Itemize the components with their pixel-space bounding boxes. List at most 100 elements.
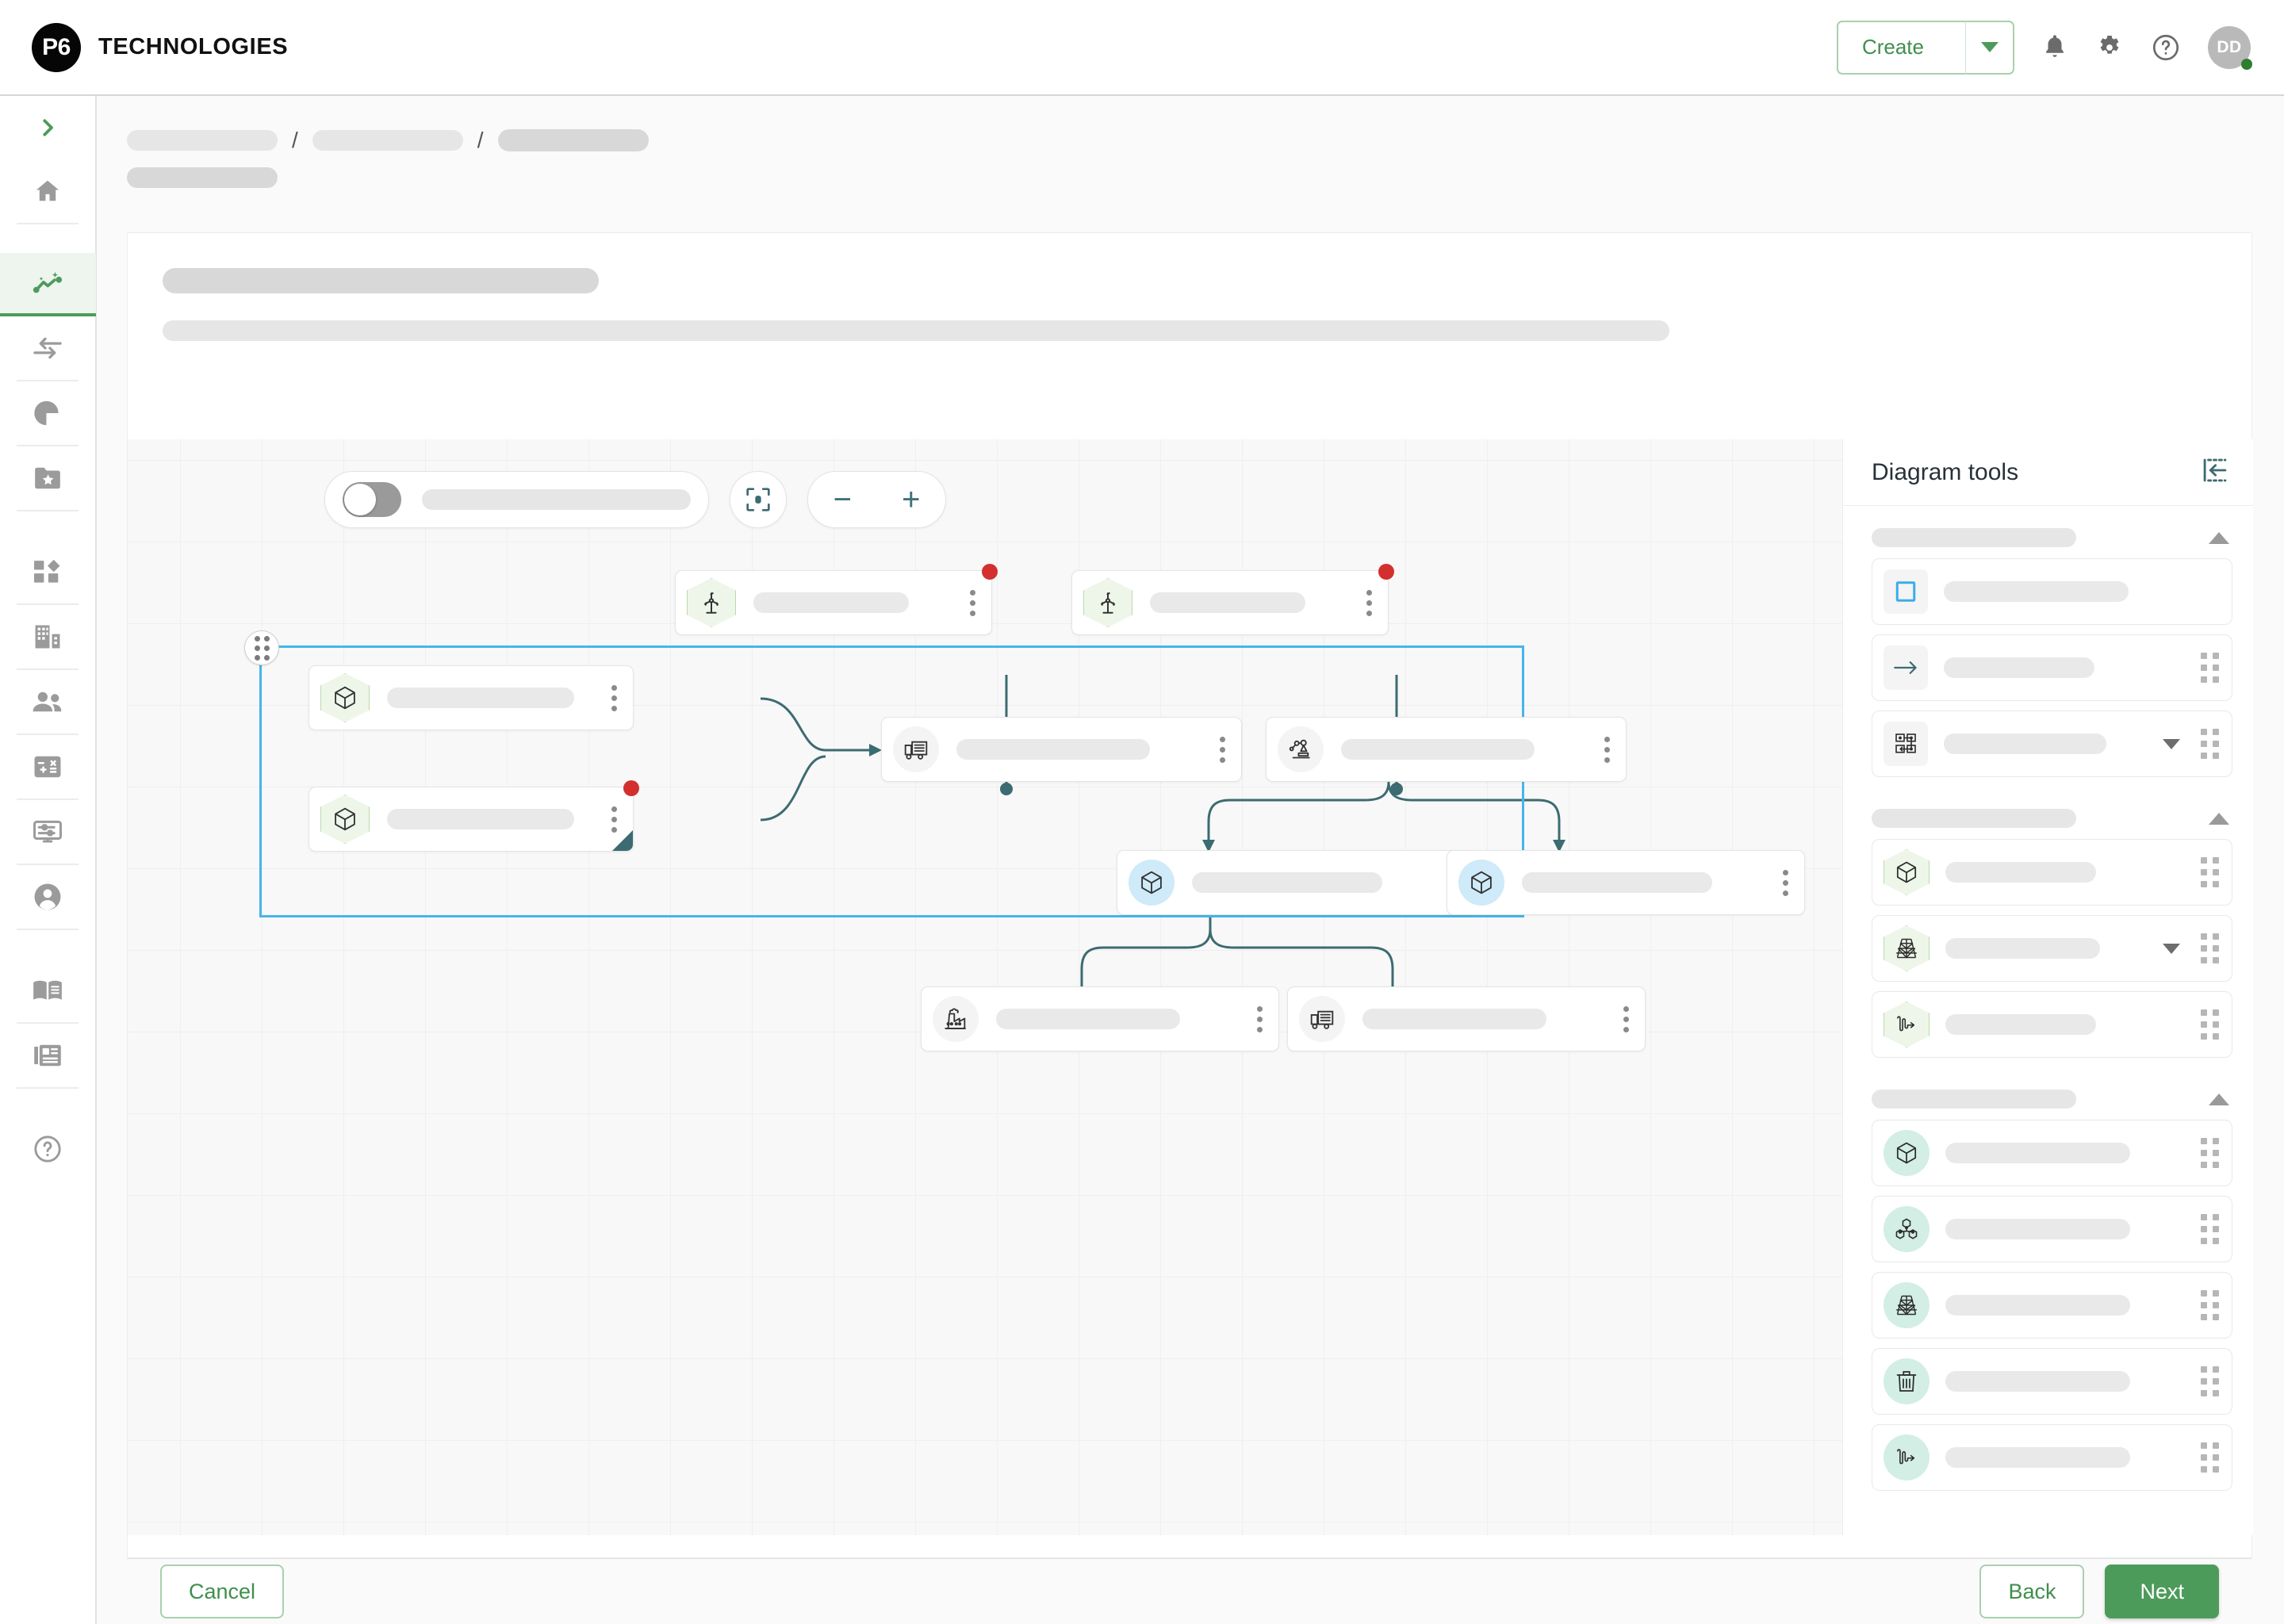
sidebar-item-calculations[interactable]: [0, 735, 96, 799]
breadcrumb-separator: /: [477, 128, 484, 152]
brand-logo[interactable]: P6 TECHNOLOGIES: [32, 22, 288, 72]
chevron-up-icon[interactable]: [2209, 1093, 2229, 1105]
diagram-node[interactable]: [1071, 564, 1394, 635]
node-menu-button[interactable]: [611, 684, 617, 711]
bell-icon[interactable]: [2041, 33, 2068, 63]
sidebar-item-transfers[interactable]: [0, 316, 96, 380]
tool-row-shape-cube[interactable]: [1872, 1120, 2232, 1186]
fit-to-screen-button[interactable]: [730, 471, 787, 528]
avatar[interactable]: DD: [2208, 25, 2252, 70]
node-menu-button[interactable]: [1604, 736, 1610, 763]
diagram-node[interactable]: [675, 564, 998, 635]
cube-icon: [320, 673, 370, 722]
tool-label: [1944, 733, 2106, 754]
drag-handle-icon[interactable]: [2201, 1442, 2219, 1473]
chevron-right-expand-icon: [43, 119, 53, 136]
node-label: [956, 739, 1150, 760]
node-menu-button[interactable]: [970, 589, 975, 616]
group-drag-handle[interactable]: [244, 630, 279, 665]
diagram-node[interactable]: [1266, 717, 1627, 782]
tool-row-connector[interactable]: [1872, 634, 2232, 701]
footer-actions: Back Next: [1979, 1565, 2219, 1618]
sidebar-expand-toggle[interactable]: [0, 96, 96, 159]
tool-row-shape-cluster[interactable]: [1872, 1196, 2232, 1262]
node-label: [387, 688, 574, 708]
sidebar-item-organizations[interactable]: [0, 605, 96, 668]
tool-row-asset-flow[interactable]: [1872, 991, 2232, 1058]
drag-handle-icon[interactable]: [2201, 653, 2219, 683]
tool-group-header[interactable]: [1843, 506, 2253, 558]
transfer-arrows-icon: [33, 337, 62, 359]
tool-label: [1944, 657, 2094, 678]
tool-row-shape-flow[interactable]: [1872, 1424, 2232, 1491]
diagram-node[interactable]: [1447, 850, 1805, 915]
tool-label: [1945, 1143, 2130, 1163]
diagram-canvas[interactable]: − +: [128, 439, 1842, 1535]
tool-row-shape-delete[interactable]: [1872, 1348, 2232, 1415]
select-rectangle-icon: [1884, 569, 1928, 614]
chevron-down-icon[interactable]: [2163, 738, 2180, 749]
book-icon: [33, 980, 62, 1000]
chevron-down-icon[interactable]: [2163, 943, 2180, 954]
create-dropdown-button[interactable]: [1965, 20, 2014, 75]
tool-row-asset-cube[interactable]: [1872, 839, 2232, 906]
divider: [17, 668, 79, 670]
sidebar-item-people[interactable]: [0, 670, 96, 733]
sidebar-item-reports[interactable]: [0, 381, 96, 445]
create-button[interactable]: Create: [1836, 20, 1965, 75]
drag-handle-icon[interactable]: [2201, 933, 2219, 963]
sidebar-item-favorites[interactable]: [0, 446, 96, 510]
zoom-in-button[interactable]: +: [902, 482, 921, 517]
arrow-right-icon: [1884, 645, 1928, 690]
chevron-up-icon[interactable]: [2209, 812, 2229, 825]
node-menu-button[interactable]: [1623, 1005, 1629, 1032]
drag-handle-icon[interactable]: [2201, 1214, 2219, 1244]
node-label: [753, 592, 909, 613]
tool-row-routing[interactable]: [1872, 710, 2232, 777]
drag-handle-icon[interactable]: [2201, 857, 2219, 887]
gear-icon[interactable]: [2095, 33, 2124, 62]
collapse-panel-left-icon[interactable]: [2201, 456, 2229, 488]
sidebar-item-news[interactable]: [0, 1024, 96, 1087]
breadcrumb-item[interactable]: [312, 130, 463, 151]
node-menu-button[interactable]: [1783, 869, 1788, 896]
sidebar-item-library[interactable]: [0, 959, 96, 1022]
diagram-node[interactable]: [308, 665, 634, 730]
diagram-node[interactable]: [881, 717, 1242, 782]
drag-handle-icon[interactable]: [2201, 729, 2219, 759]
drag-handle-icon[interactable]: [2201, 1138, 2219, 1168]
diagram-node[interactable]: [1287, 986, 1646, 1051]
help-circle-icon[interactable]: [2151, 33, 2181, 63]
chevron-up-icon[interactable]: [2209, 531, 2229, 544]
diagram-node[interactable]: [1117, 850, 1475, 915]
sidebar-item-insights[interactable]: [0, 253, 96, 316]
tool-row-shape-tower[interactable]: [1872, 1272, 2232, 1339]
diagram-node[interactable]: [921, 986, 1279, 1051]
node-menu-button[interactable]: [1366, 589, 1372, 616]
node-menu-button[interactable]: [611, 806, 617, 833]
breadcrumb-subtitle: [127, 167, 2284, 188]
tool-group-header[interactable]: [1843, 787, 2253, 839]
cube-icon: [1884, 1130, 1930, 1176]
back-button[interactable]: Back: [1979, 1565, 2085, 1618]
sidebar-item-settings[interactable]: [0, 800, 96, 864]
tool-group-header[interactable]: [1843, 1067, 2253, 1120]
drag-handle-icon[interactable]: [2201, 1366, 2219, 1396]
drag-handle-icon[interactable]: [2201, 1009, 2219, 1040]
next-button[interactable]: Next: [2105, 1565, 2219, 1618]
node-menu-button[interactable]: [1257, 1005, 1263, 1032]
cancel-button[interactable]: Cancel: [160, 1565, 285, 1618]
drag-handle-icon[interactable]: [2201, 1290, 2219, 1320]
sidebar-item-help[interactable]: [0, 1117, 96, 1181]
node-menu-button[interactable]: [1220, 736, 1225, 763]
sidebar-item-home[interactable]: [0, 159, 96, 223]
canvas-toggle-switch[interactable]: [343, 482, 402, 517]
zoom-out-button[interactable]: −: [833, 482, 852, 517]
sidebar-item-account[interactable]: [0, 865, 96, 929]
breadcrumb-item[interactable]: [127, 130, 278, 151]
sidebar-item-apps[interactable]: [0, 540, 96, 603]
tool-row-select[interactable]: [1872, 558, 2232, 625]
tool-row-asset-tower[interactable]: [1872, 915, 2232, 982]
factory-icon: [933, 996, 979, 1042]
diagram-node[interactable]: [308, 780, 639, 852]
